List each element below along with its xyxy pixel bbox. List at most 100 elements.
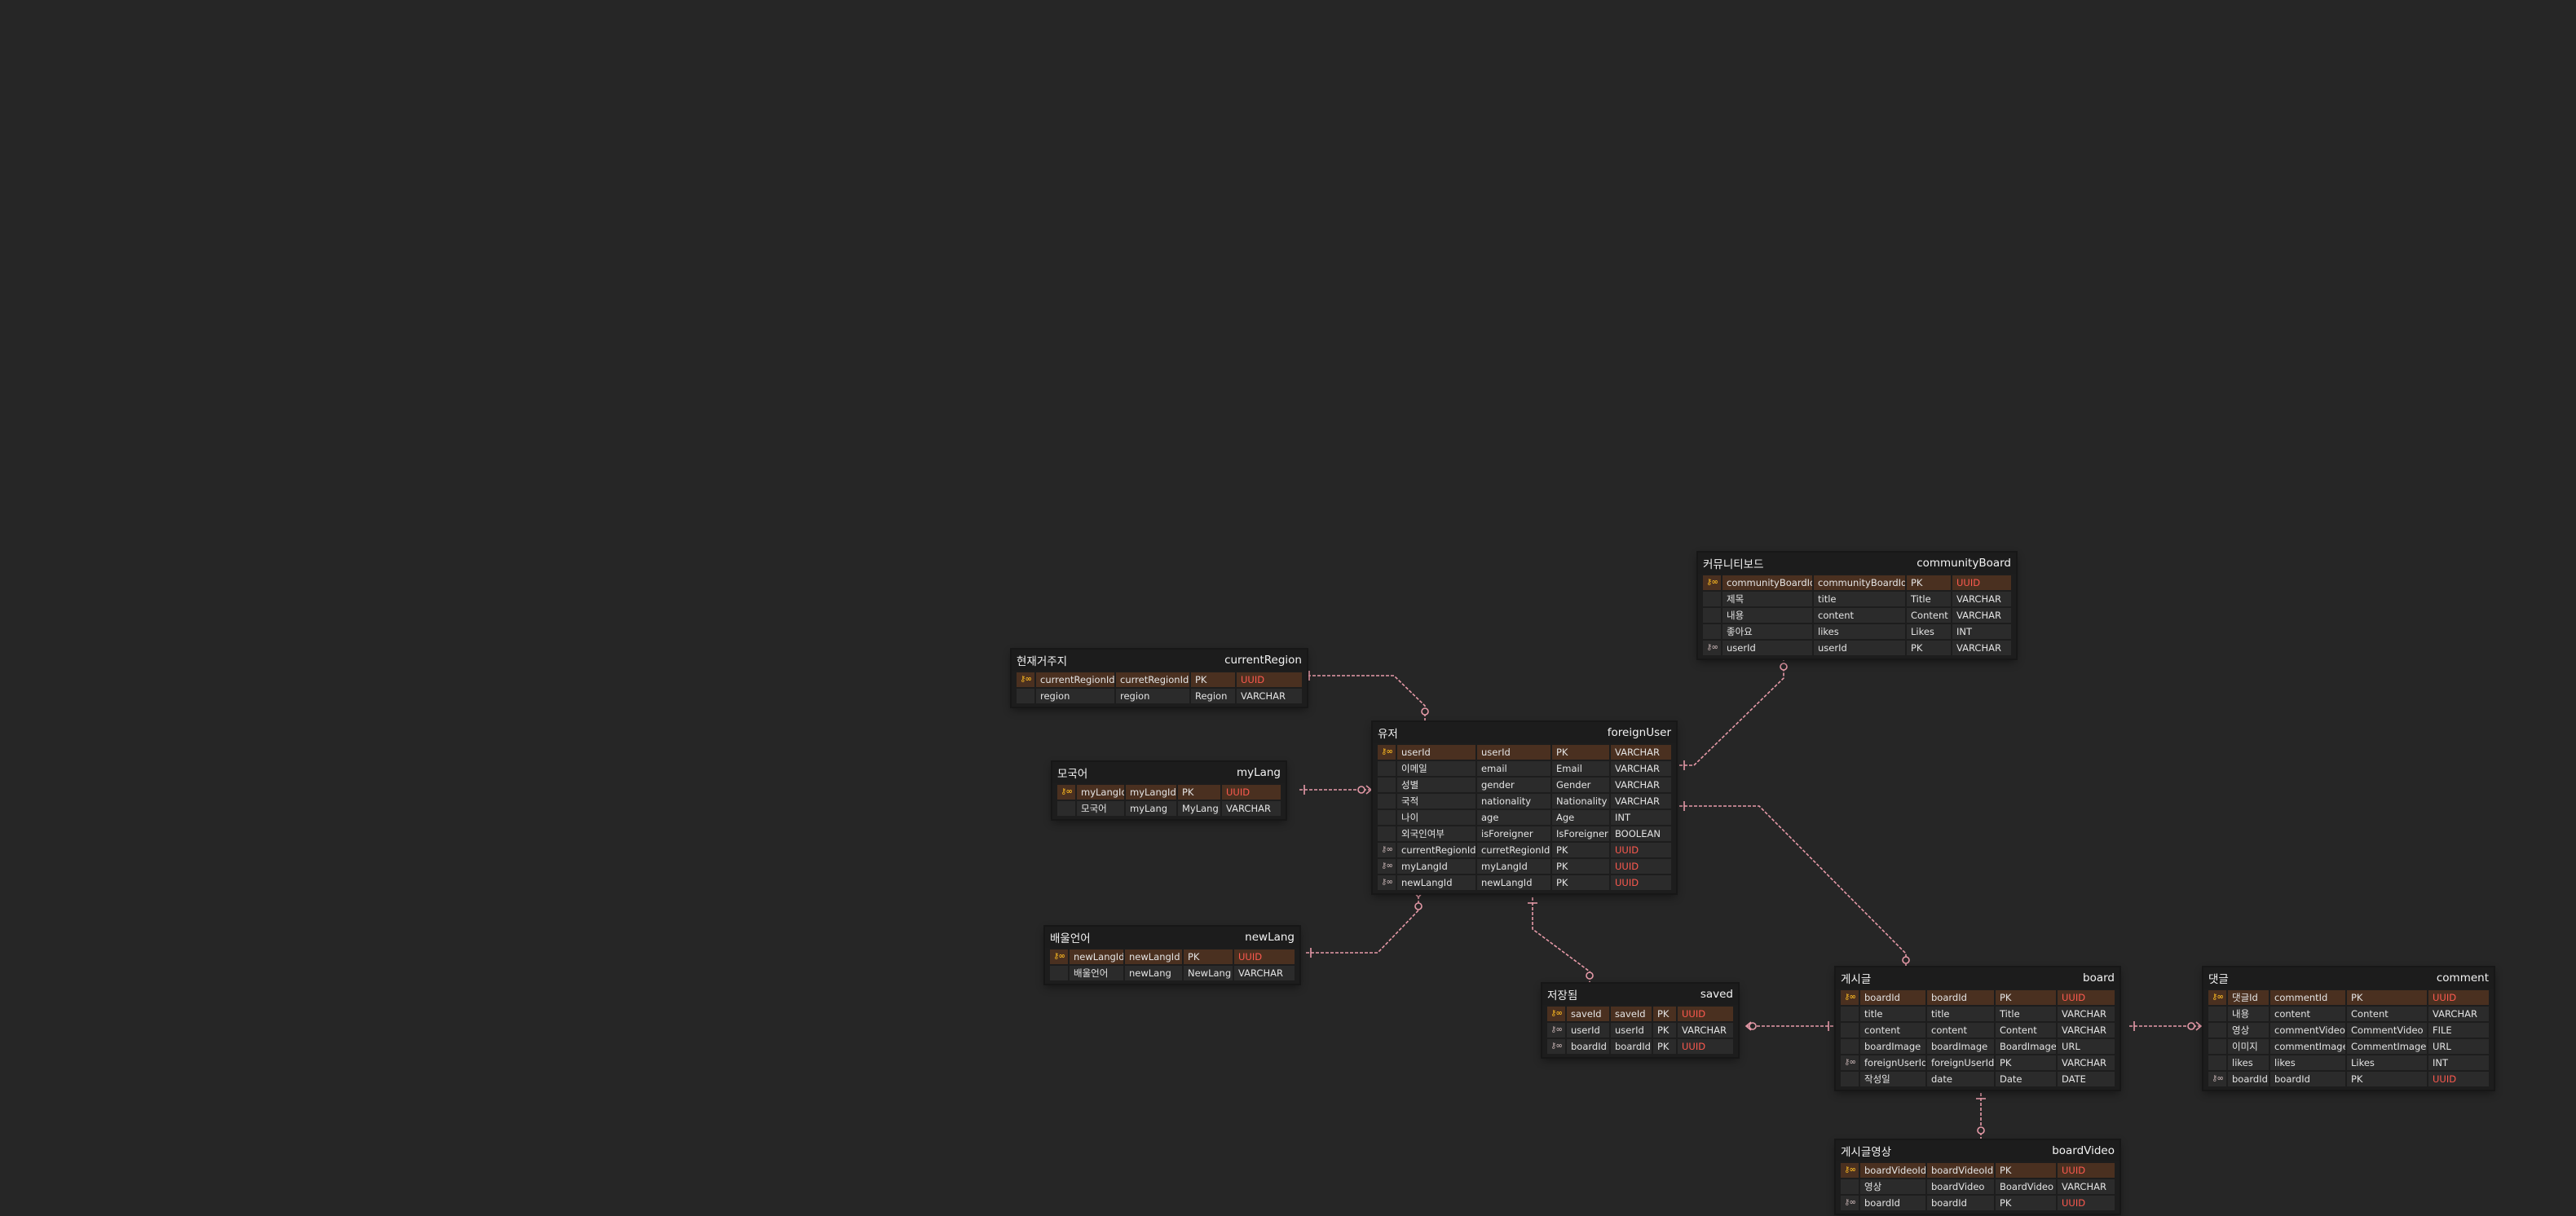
logical-name-cell: boardImage	[1860, 1039, 1925, 1054]
foreign-key-icon: ⚷∞	[1550, 1025, 1563, 1034]
physical-name-cell: saveId	[1611, 1007, 1652, 1021]
rel-foreignuser-communityboard[interactable]	[1679, 667, 1784, 766]
physical-name-cell: newLangId	[1125, 949, 1182, 964]
key-cell	[1703, 592, 1721, 606]
rel-currentregion-foreignuser[interactable]	[1303, 675, 1426, 720]
domain-cell: Date	[1996, 1072, 2056, 1086]
data-type-cell: VARCHAR	[1952, 608, 2011, 623]
logical-name-cell: 나이	[1397, 810, 1475, 825]
domain-cell: Email	[1552, 761, 1609, 776]
rel-foreignuser-saved[interactable]	[1532, 897, 1590, 982]
physical-name-cell: curretRegionId	[1477, 843, 1550, 857]
logical-name-cell: boardId	[1567, 1039, 1609, 1054]
zero-marker	[1421, 707, 1429, 716]
physical-name-cell: commentImage	[2270, 1039, 2345, 1054]
foreign-key-icon: ⚷∞	[1844, 1058, 1856, 1067]
physical-name-cell: boardVideoId	[1927, 1163, 1994, 1178]
domain-cell: Content	[1996, 1023, 2056, 1038]
physical-name-cell: boardId	[1611, 1039, 1652, 1054]
physical-name-cell: newLang	[1125, 966, 1182, 980]
domain-cell: PK	[1907, 641, 1951, 655]
logical-name-cell: 성별	[1397, 778, 1475, 792]
entity-title-en: saved	[1700, 988, 1733, 1001]
key-cell: ⚷∞	[2208, 990, 2226, 1005]
key-cell	[1841, 1007, 1859, 1021]
domain-cell: Region	[1191, 689, 1235, 703]
domain-cell: Title	[1907, 592, 1951, 606]
data-type-cell: VARCHAR	[2058, 1007, 2115, 1021]
data-type-cell: VARCHAR	[1611, 778, 1671, 792]
logical-name-cell: 영상	[2228, 1023, 2269, 1038]
key-cell: ⚷∞	[1703, 575, 1721, 590]
zero-marker	[1780, 663, 1788, 671]
many-marker	[2195, 1021, 2203, 1031]
logical-name-cell: 이미지	[2228, 1039, 2269, 1054]
domain-cell: Likes	[1907, 624, 1951, 639]
rel-newlang-foreignuser[interactable]	[1306, 897, 1419, 954]
key-cell	[1841, 1023, 1859, 1038]
data-type-cell: UUID	[1237, 672, 1302, 687]
zero-marker	[1357, 786, 1365, 794]
rel-foreignuser-board[interactable]	[1679, 805, 1907, 967]
key-cell: ⚷∞	[1378, 843, 1396, 857]
physical-name-cell: boardId	[1927, 990, 1994, 1005]
